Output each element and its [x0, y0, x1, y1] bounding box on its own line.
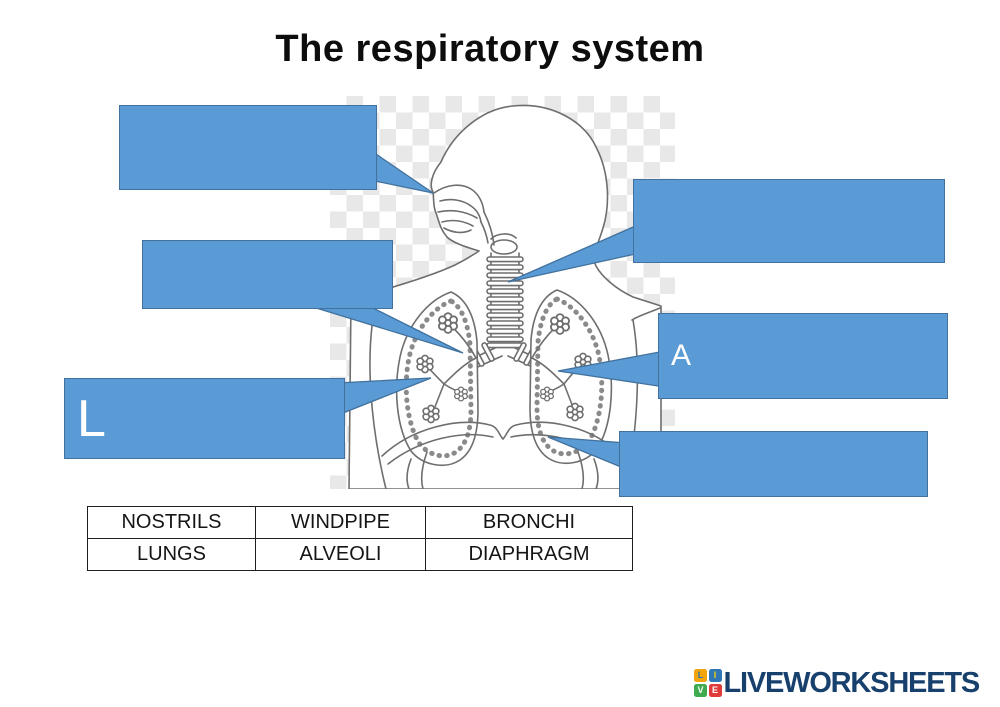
word-bronchi: BRONCHI — [425, 506, 633, 539]
answer-box-alveoli[interactable]: A — [658, 313, 948, 399]
answer-box-windpipe[interactable] — [633, 179, 945, 263]
word-nostrils: NOSTRILS — [87, 506, 256, 539]
liveworksheets-logo-text: LIVEWORKSHEETS — [723, 667, 981, 699]
word-alveoli: ALVEOLI — [255, 538, 426, 571]
word-bank-table: NOSTRILS WINDPIPE BRONCHI LUNGS ALVEOLI … — [87, 506, 633, 571]
liveworksheets-logo-icon: L I V E — [694, 669, 722, 697]
word-lungs: LUNGS — [87, 538, 256, 571]
liveworksheets-logo-link[interactable]: L I V E LIVEWORKSHEETS — [694, 667, 981, 699]
trachea — [486, 252, 524, 349]
answer-text-lungs: L — [77, 389, 106, 448]
word-bank-row: LUNGS ALVEOLI DIAPHRAGM — [87, 538, 633, 571]
page-title: The respiratory system — [275, 28, 705, 70]
logo-tile-e: E — [708, 683, 722, 697]
answer-box-nostrils[interactable] — [119, 105, 377, 190]
word-bank-row: NOSTRILS WINDPIPE BRONCHI — [87, 506, 633, 539]
answer-box-diaphragm[interactable] — [619, 431, 928, 497]
answer-box-lungs[interactable]: L — [64, 378, 345, 459]
logo-tile-v: V — [694, 683, 707, 697]
answer-box-bronchi[interactable] — [142, 240, 393, 309]
logo-tile-i: I — [708, 669, 722, 683]
logo-tile-l: L — [694, 669, 707, 683]
answer-text-alveoli: A — [671, 339, 692, 372]
word-diaphragm: DIAPHRAGM — [425, 538, 633, 571]
word-windpipe: WINDPIPE — [255, 506, 426, 539]
